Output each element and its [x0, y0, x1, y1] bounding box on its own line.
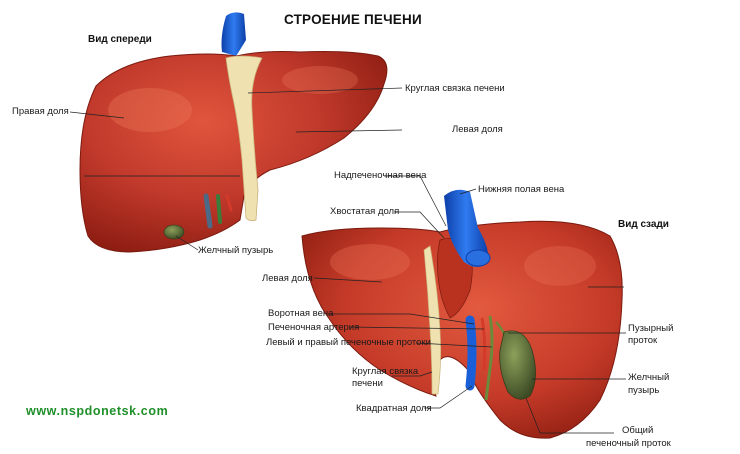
back-liver — [301, 189, 623, 439]
label-gallbladder-back-2: пузырь — [628, 385, 660, 396]
leader-lines — [69, 87, 626, 434]
view-front-heading: Вид спереди — [88, 34, 152, 45]
label-common-duct-2: печеночный проток — [586, 438, 671, 449]
label-cystic-duct-1: Пузырный — [628, 323, 674, 334]
label-common-duct-1: Общий — [622, 425, 654, 436]
label-caudate-lobe: Хвостатая доля — [330, 206, 400, 217]
label-round-ligament-back-2: печени — [352, 378, 383, 389]
label-hepatic-artery: Печеночная артерия — [268, 322, 360, 333]
label-hepatic-ducts: Левый и правый печеночные протоки — [266, 337, 431, 348]
label-round-ligament-back-1: Круглая связка — [352, 366, 419, 377]
front-liver — [79, 12, 388, 253]
back-ivc — [444, 189, 489, 267]
label-gallbladder-front: Желчный пузырь — [198, 245, 274, 256]
front-gallbladder — [163, 224, 185, 240]
website-url: www.nspdonetsk.com — [26, 404, 169, 418]
label-left-lobe-front: Левая доля — [452, 124, 503, 135]
label-gallbladder-back-1: Желчный — [628, 372, 670, 383]
back-round-ligament — [423, 245, 442, 395]
label-right-lobe: Правая доля — [12, 106, 69, 117]
back-portal-vein — [465, 315, 477, 391]
back-gallbladder — [499, 330, 536, 400]
label-left-lobe-back: Левая доля — [262, 273, 313, 284]
label-cystic-duct-2: проток — [628, 335, 658, 346]
front-round-ligament — [225, 55, 263, 222]
label-round-ligament: Круглая связка печени — [405, 83, 505, 94]
label-hepatic-vein: Надпеченочная вена — [334, 170, 427, 181]
label-ivc: Нижняя полая вена — [478, 184, 565, 195]
diagram-title: СТРОЕНИЕ ПЕЧЕНИ — [284, 12, 422, 27]
label-portal-vein: Воротная вена — [268, 308, 334, 319]
front-ivc — [221, 12, 246, 56]
view-back-heading: Вид сзади — [618, 219, 669, 230]
label-quadrate-lobe: Квадратная доля — [356, 403, 432, 414]
